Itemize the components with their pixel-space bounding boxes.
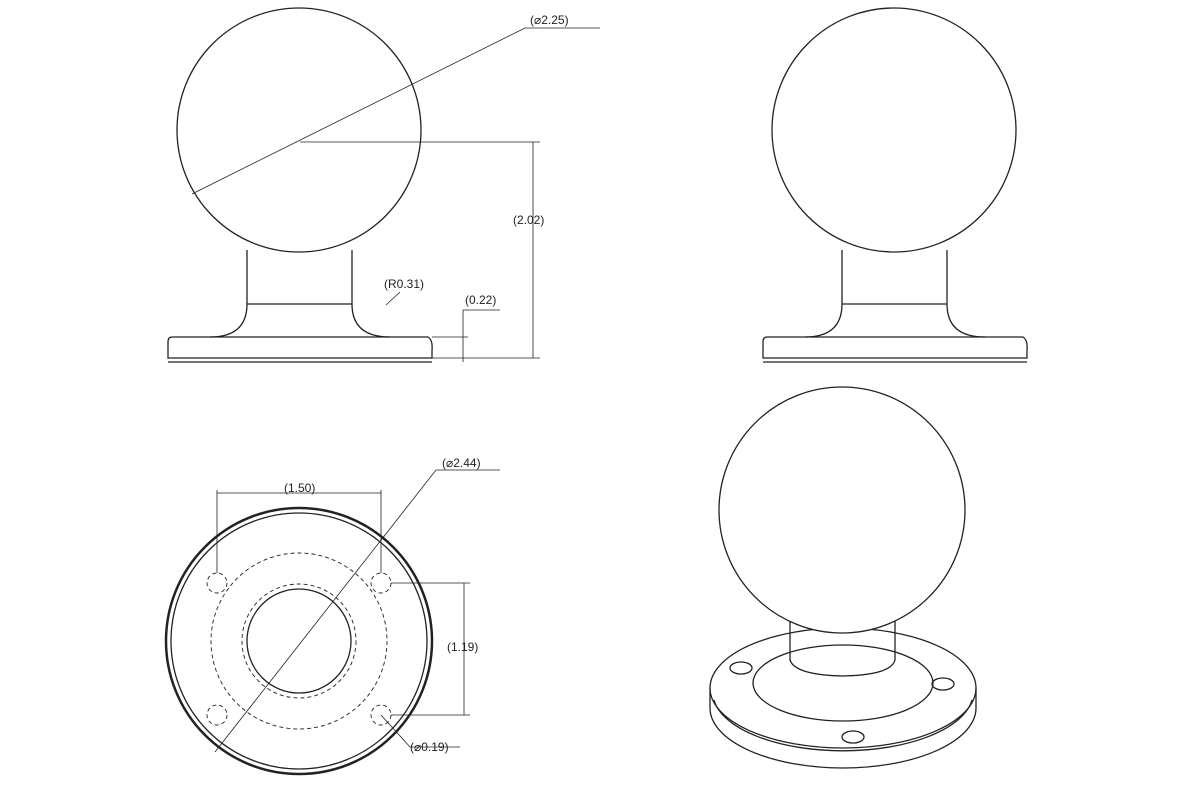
dimension-height: (2.02) bbox=[432, 142, 544, 359]
dim-label: (⌀2.44) bbox=[442, 456, 481, 470]
dim-label: (⌀0.19) bbox=[410, 740, 449, 754]
side-view bbox=[762, 7, 1028, 363]
dimension-ball-diameter: (⌀2.25) bbox=[191, 13, 600, 195]
isometric-view bbox=[709, 386, 977, 769]
dim-label: (1.19) bbox=[447, 640, 478, 654]
dim-label: (2.02) bbox=[513, 213, 544, 227]
dimension-base-diameter: (⌀2.44) bbox=[214, 456, 500, 753]
dimension-hole-spacing-y: (1.19) bbox=[391, 582, 478, 716]
dimension-base-thickness: (0.22) bbox=[432, 293, 500, 362]
front-view: (⌀2.25) (2.02) (0.22) (R0.31) bbox=[167, 7, 600, 363]
dimension-fillet-radius: (R0.31) bbox=[384, 277, 424, 306]
bottom-view: (1.50) (1.19) (⌀2.44) (⌀0.19) bbox=[164, 456, 500, 776]
dimension-hole-spacing-x: (1.50) bbox=[216, 481, 382, 573]
dim-label: (1.50) bbox=[284, 481, 315, 495]
dim-label: (R0.31) bbox=[384, 277, 424, 291]
dim-label: (⌀2.25) bbox=[530, 13, 569, 27]
dim-label: (0.22) bbox=[465, 293, 496, 307]
dimension-hole-diameter: (⌀0.19) bbox=[380, 714, 460, 754]
